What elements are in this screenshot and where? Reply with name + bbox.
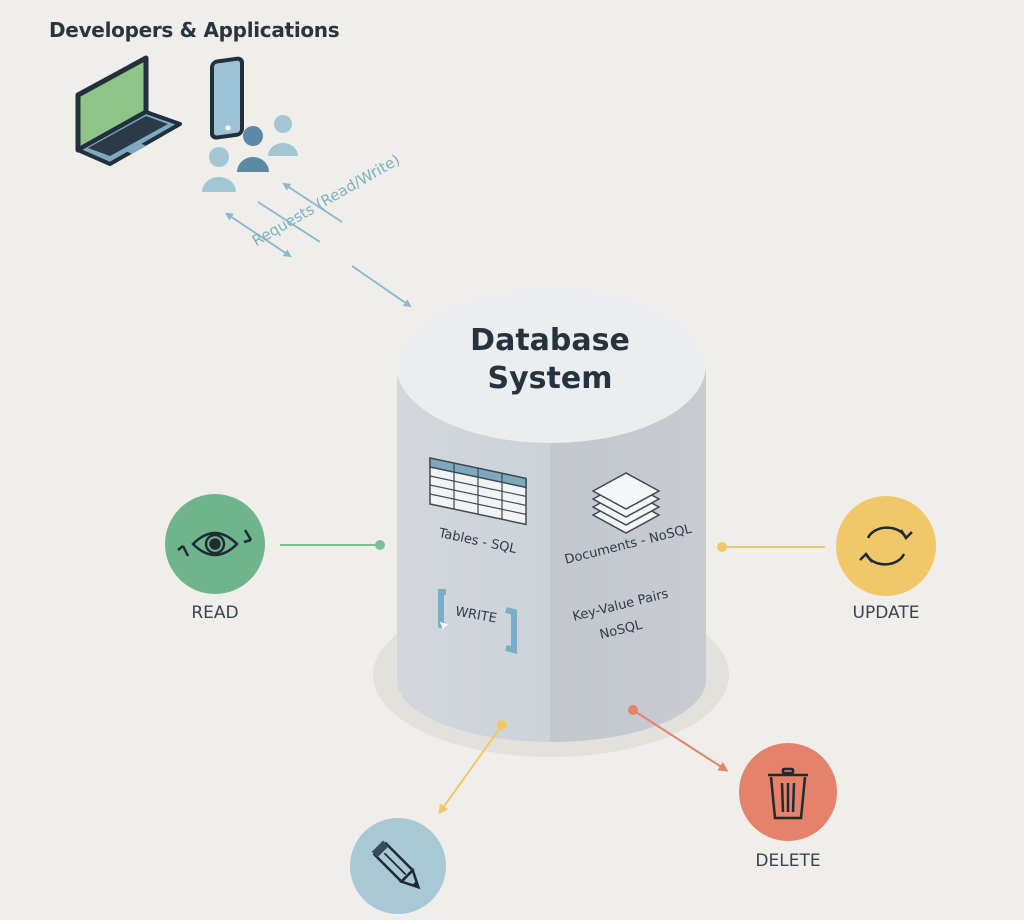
read-label: READ bbox=[191, 603, 239, 623]
database-title: Database System bbox=[420, 322, 680, 398]
update-label: UPDATE bbox=[852, 603, 920, 623]
delete-label: DELETE bbox=[755, 851, 821, 871]
documents-stack-icon bbox=[591, 472, 661, 534]
read-operation-button[interactable] bbox=[165, 494, 265, 594]
database-title-line1: Database bbox=[470, 323, 630, 358]
laptop-icon bbox=[75, 55, 182, 166]
trash-icon bbox=[768, 767, 808, 820]
request-arrow-up bbox=[282, 182, 343, 223]
request-arrow-bidirectional bbox=[225, 212, 292, 258]
page-title: Developers & Applications bbox=[49, 18, 340, 42]
request-arrow-middle bbox=[257, 201, 321, 243]
smartphone-icon bbox=[210, 56, 244, 140]
update-connector bbox=[717, 542, 825, 552]
database-title-line2: System bbox=[487, 361, 613, 396]
pencil-icon bbox=[371, 840, 421, 890]
eye-icon bbox=[177, 529, 253, 557]
users-group-icon bbox=[202, 115, 298, 192]
update-operation-button[interactable] bbox=[836, 496, 936, 596]
table-icon bbox=[429, 457, 527, 526]
read-connector bbox=[280, 540, 385, 550]
write-connector bbox=[438, 720, 507, 815]
refresh-icon bbox=[859, 526, 913, 566]
delete-connector bbox=[628, 705, 729, 772]
request-arrows bbox=[225, 182, 412, 308]
delete-operation-button[interactable] bbox=[739, 743, 837, 841]
write-operation-button[interactable] bbox=[350, 818, 446, 914]
request-arrow-down bbox=[351, 265, 412, 308]
write-badge-corner bbox=[440, 622, 448, 630]
